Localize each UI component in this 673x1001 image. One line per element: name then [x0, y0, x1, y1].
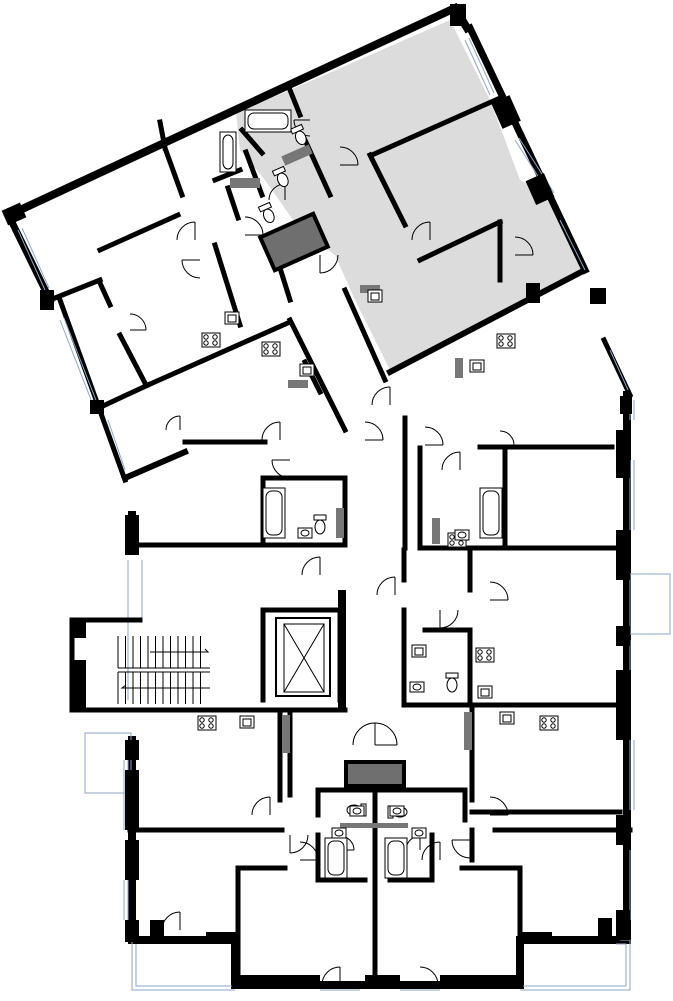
door-swing-icon: [129, 313, 147, 331]
wall-columns: [1, 4, 632, 989]
door-swing-icon: [271, 459, 291, 479]
door-swing-icon: [319, 254, 339, 274]
sink-icon: [411, 827, 427, 839]
door-swing-icon: [419, 966, 439, 986]
door-swing-icon: [176, 221, 196, 241]
door-swing-icon: [321, 966, 341, 986]
door-swing-icon: [181, 259, 201, 279]
toilet-icon: [271, 165, 289, 188]
sink-icon: [331, 827, 347, 839]
door-swing-icon: [441, 451, 461, 471]
toilet-icon: [313, 514, 327, 535]
stair-icon: [117, 636, 210, 704]
sink-icon: [299, 363, 315, 377]
stove-icon: [539, 715, 559, 731]
service-shafts: [230, 144, 472, 828]
door-swing-icon: [489, 796, 509, 816]
bathtub-icon: [384, 837, 408, 879]
door-swing-icon: [364, 421, 384, 441]
door-swing-icon: [299, 841, 319, 861]
door-swing-icon: [499, 430, 515, 446]
door-swing-icon: [376, 576, 396, 596]
door-swing-icon: [424, 426, 444, 446]
shaft-top: [257, 211, 331, 273]
door-swing-icon: [489, 581, 509, 601]
door-swing-icon: [165, 415, 181, 431]
sink-icon: [411, 644, 427, 658]
sink-icon: [367, 289, 383, 303]
door-swing-icon: [439, 609, 459, 629]
door-swing-icon: [289, 834, 309, 854]
stove-icon: [197, 715, 217, 731]
sink-icon: [389, 805, 405, 817]
stove-icon: [475, 647, 495, 663]
toilet-icon: [289, 123, 307, 146]
windows: [17, 37, 671, 991]
elevator-icon: [275, 617, 331, 697]
bathtub-icon: [479, 487, 503, 539]
bathtub-icon: [324, 837, 348, 879]
outer-wall-right-wing-2: [385, 265, 590, 377]
door-swing-icon: [339, 146, 359, 166]
shaft-bottom: [344, 760, 406, 788]
door-swing-icon: [161, 911, 181, 931]
door-swing-icon: [352, 722, 376, 746]
door-swing-icon: [411, 221, 431, 241]
sink-icon: [409, 681, 425, 693]
bathtub-icon: [244, 109, 292, 133]
outer-wall-bottom-wing: [121, 448, 189, 482]
door-swing-icon: [421, 841, 441, 861]
toilet-icon: [257, 201, 275, 224]
doors: [129, 119, 534, 986]
stove-icon: [201, 332, 221, 348]
sink-icon: [297, 527, 313, 539]
outer-wall-right-wing: [465, 23, 590, 275]
door-swing-icon: [244, 216, 264, 236]
stove-icon: [261, 341, 281, 357]
sink-icon: [349, 805, 365, 817]
sink-icon: [239, 715, 255, 729]
sink-icon: [454, 529, 470, 541]
door-swing-icon: [374, 722, 398, 746]
sink-icon: [477, 685, 493, 699]
stove-icon: [496, 333, 516, 349]
outer-wall-bottom: [128, 936, 624, 989]
fixtures: [197, 109, 559, 879]
bathtub-icon: [219, 131, 237, 173]
door-swing-icon: [301, 556, 321, 576]
toilet-icon: [445, 672, 459, 693]
door-swing-icon: [451, 839, 471, 859]
bathtub-icon: [262, 487, 286, 539]
door-swing-icon: [514, 236, 534, 256]
door-swing-icon: [371, 386, 391, 406]
door-swing-icon: [261, 421, 281, 441]
sink-icon: [224, 311, 240, 325]
door-swing-icon: [251, 796, 271, 816]
sink-icon: [469, 359, 485, 373]
sink-icon: [499, 711, 515, 725]
